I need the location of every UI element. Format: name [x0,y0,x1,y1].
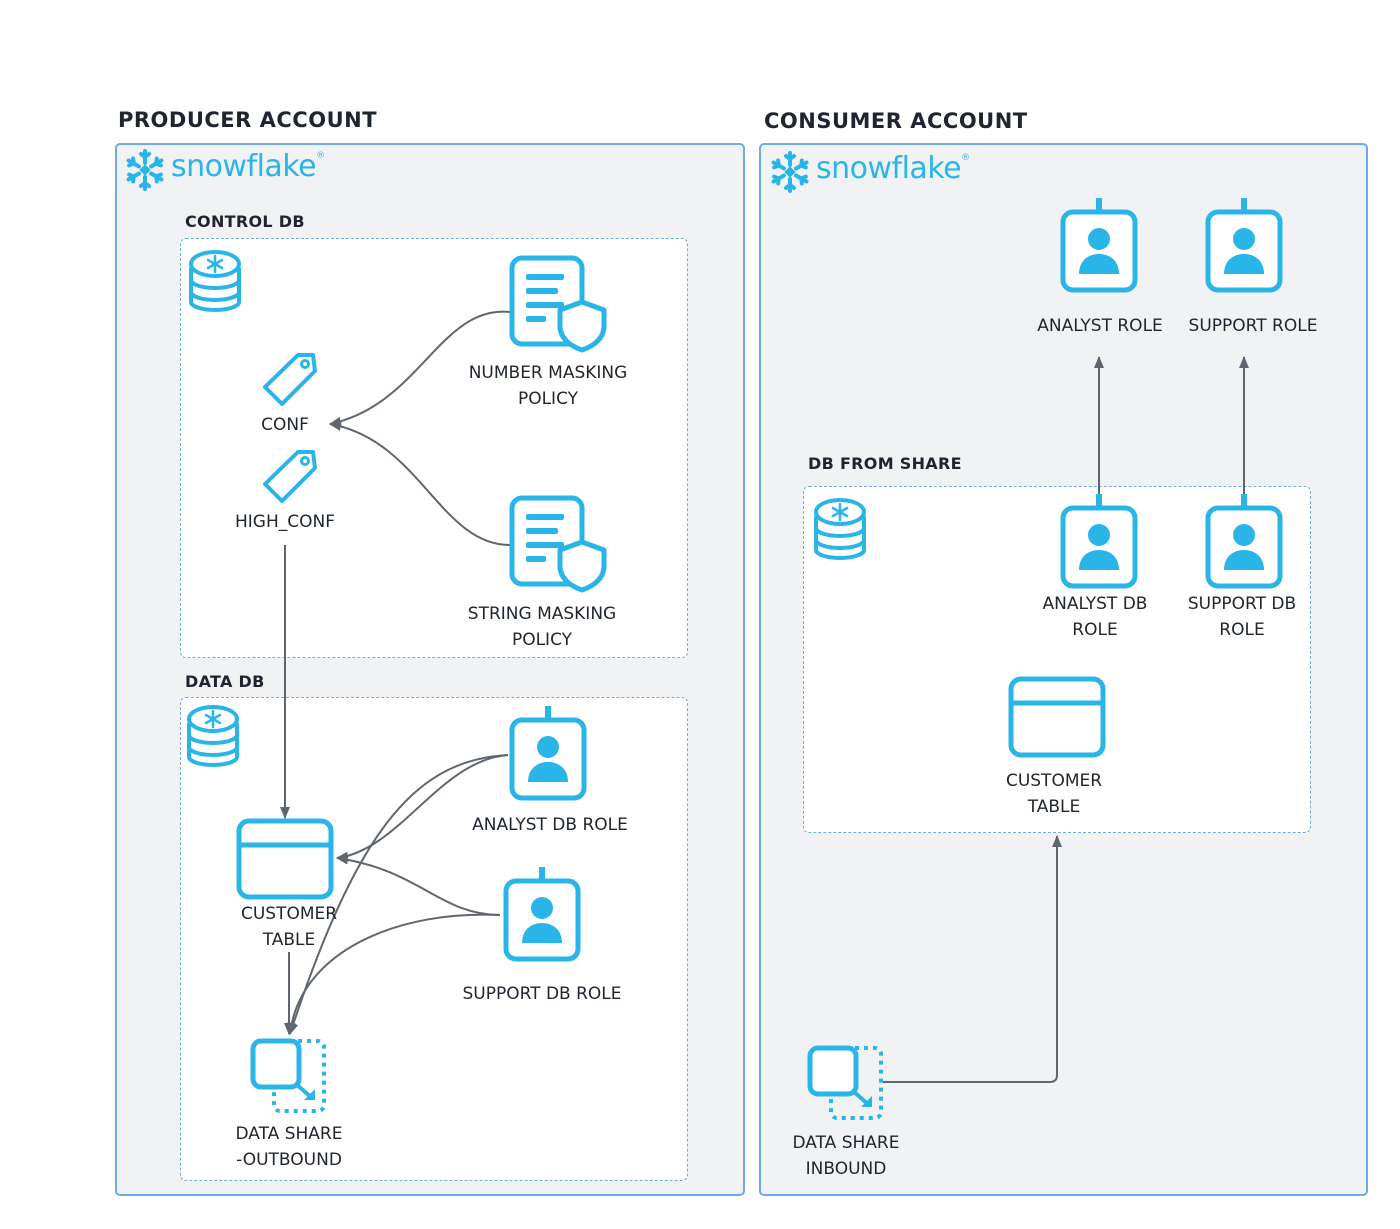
role-badge-icon [1060,198,1138,293]
tag-icon [263,353,317,406]
consumer-brand-name: snowflake® [816,151,970,186]
snowflake-logo-icon [124,149,166,191]
support-role-label: SUPPORT ROLE [1188,316,1318,336]
producer-account-title: PRODUCER ACCOUNT [118,108,378,132]
data-share-icon [250,1038,326,1113]
data-share-icon [807,1045,883,1120]
table-icon [1008,676,1106,758]
producer-brand-name: snowflake® [171,149,325,184]
edge-support-role-to-share [286,913,501,1035]
role-badge-icon [503,867,581,962]
masking-policy-icon [509,495,607,593]
role-badge-icon [1205,198,1283,293]
database-icon [189,250,241,312]
role-badge-icon [1205,494,1283,589]
analyst-role-label: ANALYST ROLE [1037,316,1163,336]
control-db-title: CONTROL DB [185,212,305,231]
edge-number-policy-to-conf [329,310,511,427]
role-badge-icon [509,706,587,801]
database-icon [187,705,239,767]
support-db-role-label: SUPPORT DB ROLE [462,984,622,1004]
data-db-title: DATA DB [185,672,265,691]
edge-string-policy-to-conf [329,421,511,546]
role-badge-icon [1060,494,1138,589]
edge-analyst-role-to-table [336,754,509,862]
tag-conf-label: CONF [261,415,309,435]
analyst-db-role-label: ANALYST DB ROLE [472,815,628,835]
database-icon [814,498,866,560]
db-from-share-title: DB FROM SHARE [808,454,962,473]
masking-policy-icon [509,255,607,353]
table-icon [236,818,334,900]
tag-icon [263,450,317,503]
edge-analyst-role-to-share [288,754,509,1035]
data-share-outbound-label: DATA SHARE-OUTBOUND [235,1124,343,1170]
snowflake-logo-icon [769,151,811,193]
edge-support-role-to-table [336,854,501,916]
consumer-account-title: CONSUMER ACCOUNT [764,109,1028,133]
edge-inbound-share-to-table [883,835,1062,1083]
tag-high-conf-label: HIGH_CONF [235,512,335,532]
